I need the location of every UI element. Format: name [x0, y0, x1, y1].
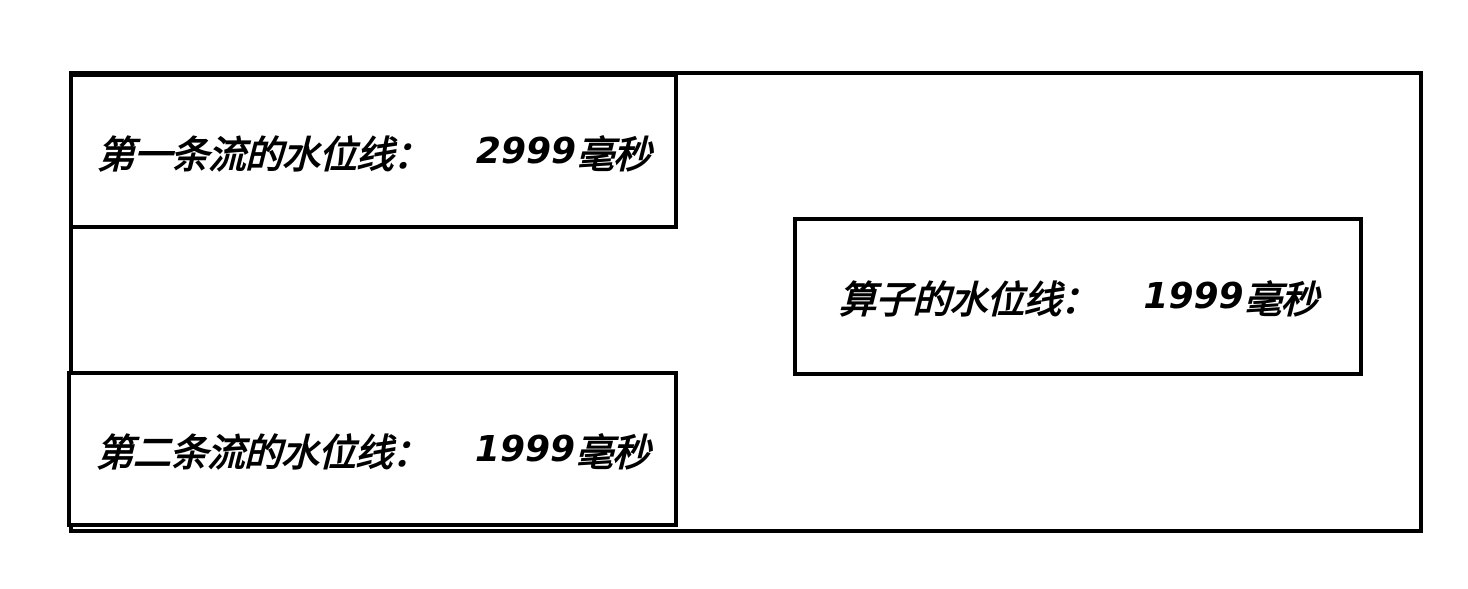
second-stream-watermark-label: 第二条流的水位线：: [95, 430, 430, 475]
first-stream-watermark-unit: 毫秒: [576, 132, 651, 177]
operator-container-box: [69, 71, 1423, 533]
second-stream-watermark-value: 1999: [474, 428, 576, 470]
operator-watermark-unit: 毫秒: [1243, 278, 1319, 322]
first-stream-watermark-value: 2999: [475, 130, 577, 172]
second-stream-watermark-box: 第二条流的水位线： 1999 毫秒: [67, 371, 678, 527]
first-stream-watermark-label: 第一条流的水位线：: [96, 132, 431, 177]
second-stream-watermark-unit: 毫秒: [575, 430, 650, 475]
first-stream-watermark-box: 第一条流的水位线： 2999 毫秒: [69, 73, 678, 229]
operator-watermark-box: 算子的水位线： 1999 毫秒: [793, 217, 1363, 376]
operator-watermark-value: 1999: [1143, 276, 1244, 317]
operator-watermark-label: 算子的水位线：: [838, 278, 1098, 322]
